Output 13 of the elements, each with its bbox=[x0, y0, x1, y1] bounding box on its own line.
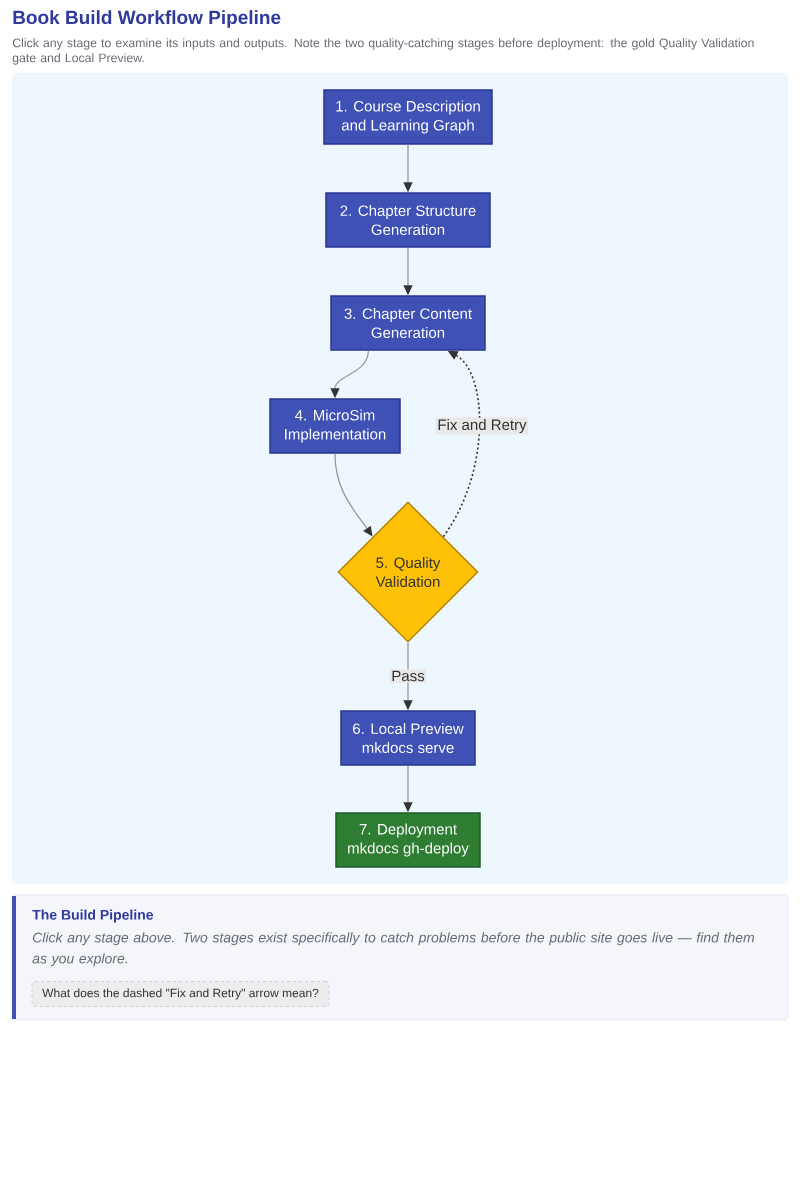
process-box: 4. MicroSim Implementation bbox=[269, 398, 401, 454]
process-box: 2. Chapter Structure Generation bbox=[325, 192, 491, 248]
panel-text: Click any stage above. Two stages exist specifically to catch problems before the public site goes live — find them as you explore. bbox=[32, 932, 755, 967]
process-box: 3. Chapter Content Generation bbox=[330, 295, 486, 351]
subtitle: Click any stage to examine its inputs and outputs. Note the two quality-catching stages before deployment: the gold Quality Validation gate and Local Preview. bbox=[12, 38, 754, 65]
edge-label: Pass bbox=[389, 669, 427, 683]
process-box: 7. Deployment mkdocs gh-deploy bbox=[335, 812, 481, 868]
process-box: 6. Local Preview mkdocs serve bbox=[340, 710, 476, 766]
title: Book Build Workflow Pipeline bbox=[13, 10, 281, 28]
panel-heading: The Build Pipeline bbox=[32, 909, 154, 923]
question-button: What does the dashed "Fix and Retry" arrow mean? bbox=[31, 981, 330, 1007]
process-box: 1. Course Description and Learning Graph bbox=[323, 89, 493, 145]
arrow bbox=[442, 350, 481, 538]
